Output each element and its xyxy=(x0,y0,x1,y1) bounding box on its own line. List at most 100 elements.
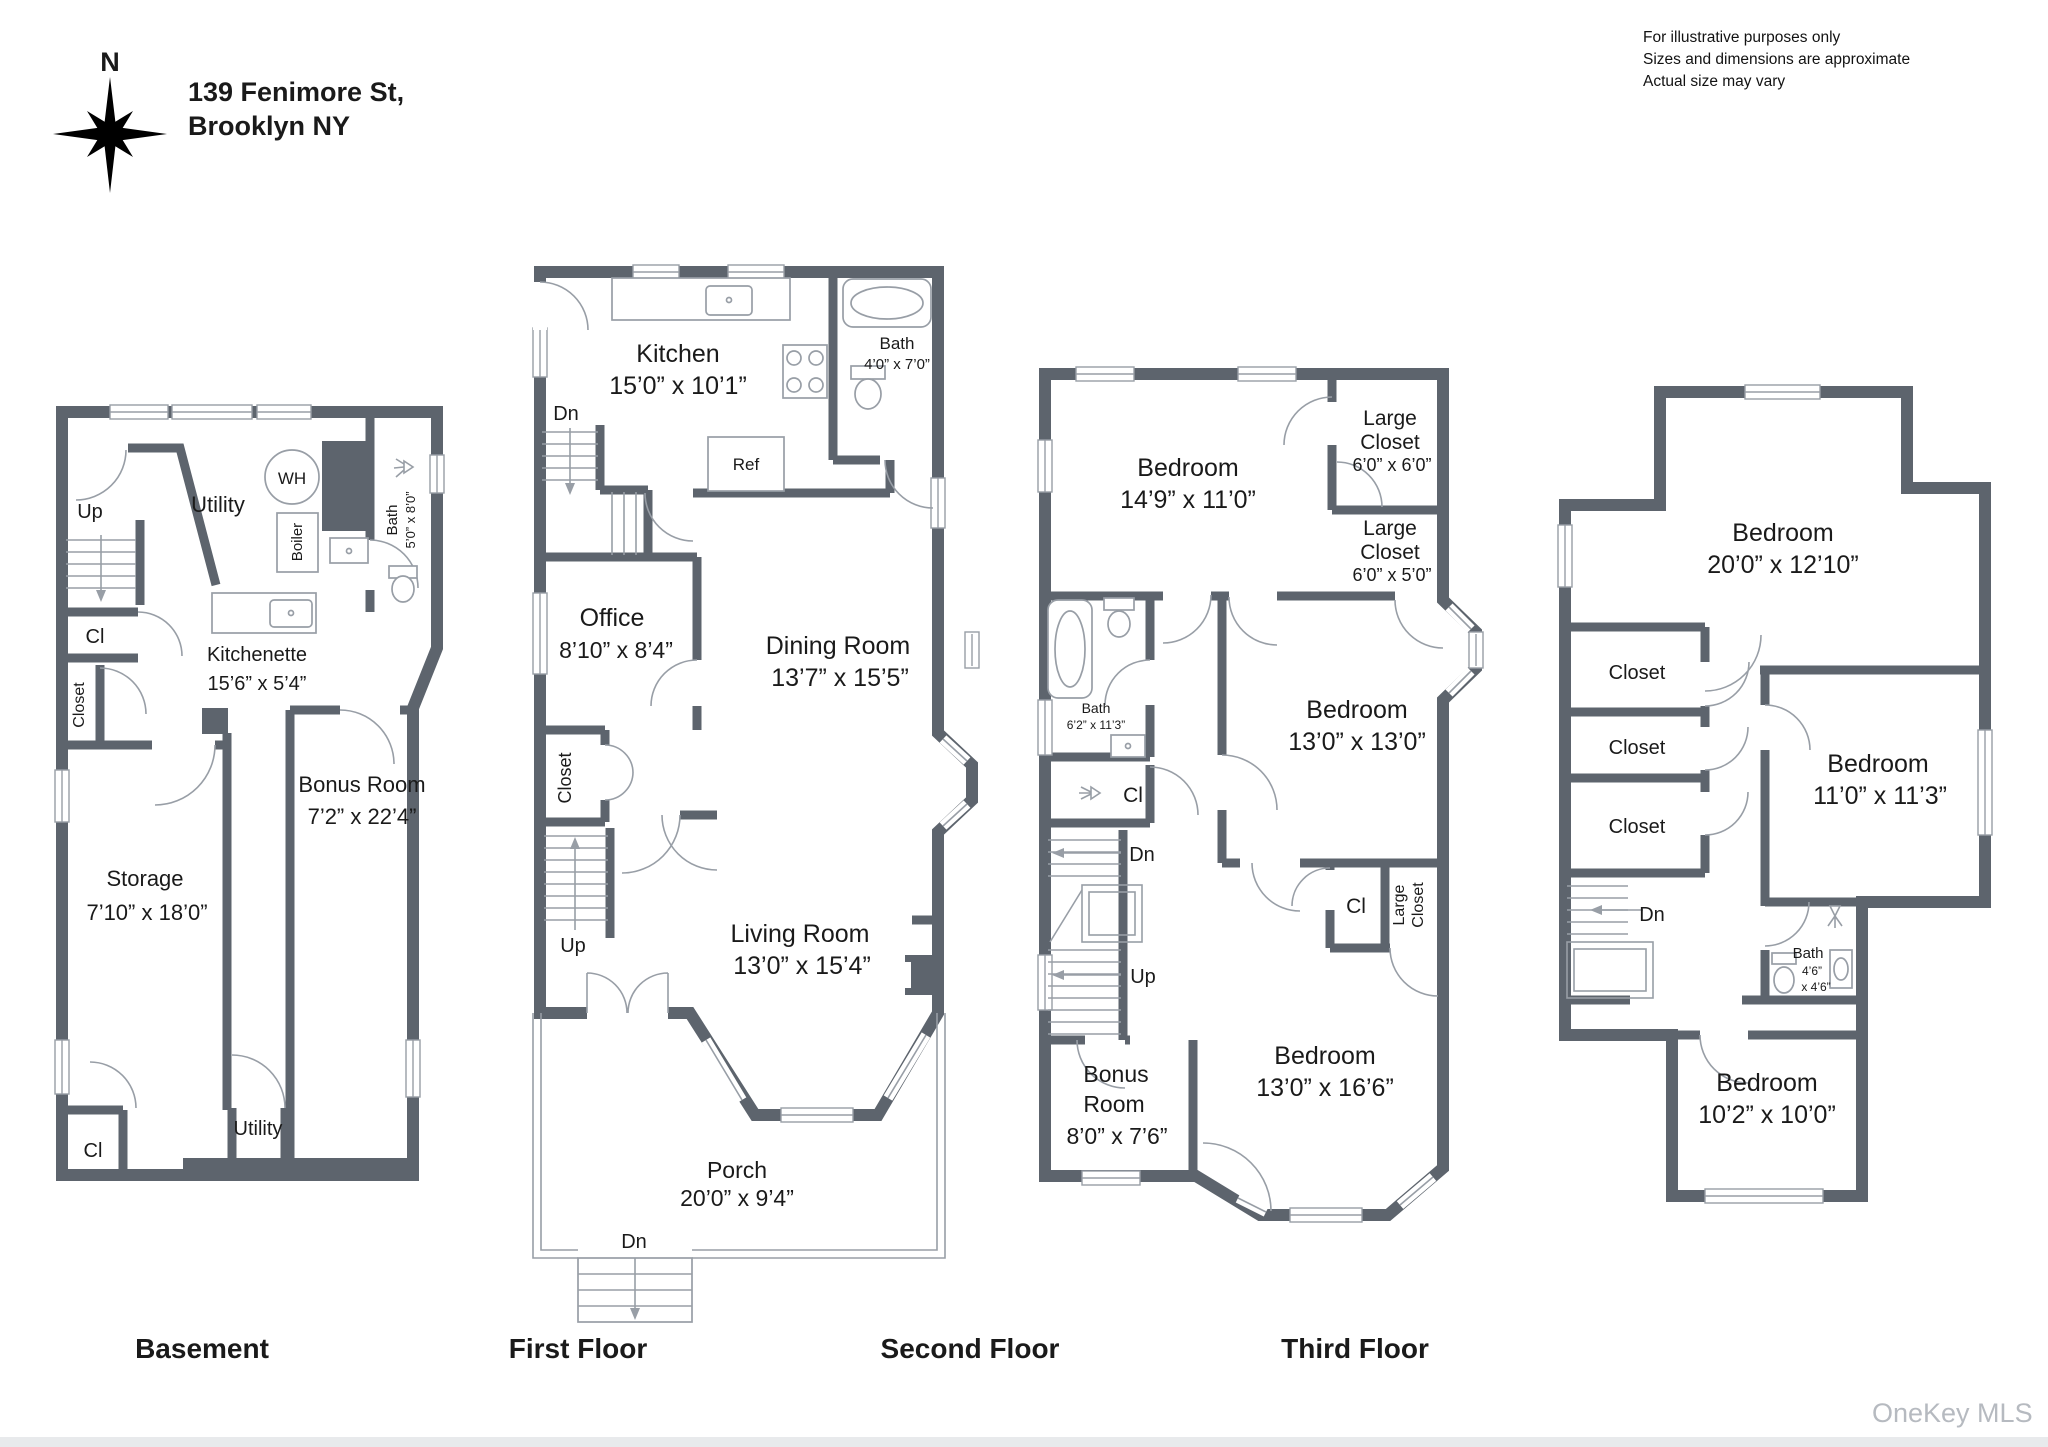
compass-north-label: N xyxy=(100,47,120,77)
room-label-bonus1: Bonus xyxy=(1083,1061,1148,1087)
boiler-label: Boiler xyxy=(289,523,306,561)
bottom-strip xyxy=(0,1437,2048,1447)
room-dims-bath: 5’0” x 8’0” xyxy=(403,491,418,548)
label-up: Up xyxy=(1130,966,1156,988)
third-floor-walls xyxy=(1565,622,1985,1040)
first-floor-doors xyxy=(539,281,934,1014)
room-label-bedroom3: Bedroom xyxy=(1716,1069,1817,1097)
room-dims-lcloset1: 6’0” x 6’0” xyxy=(1352,455,1431,475)
basement-doors xyxy=(75,449,419,1109)
room-label-lcloset3b: Closet xyxy=(1410,882,1427,928)
kitchenette-counter xyxy=(211,592,317,634)
room-label-dining: Dining Room xyxy=(766,632,911,660)
room-label-closet3: Closet xyxy=(1609,816,1666,838)
living-bay-windows xyxy=(701,1032,931,1123)
room-dims-bedroom1: 20’0” x 12’10” xyxy=(1707,551,1858,579)
fireplace xyxy=(899,955,938,995)
label-dn: Dn xyxy=(553,403,579,425)
first-floor-labels: Kitchen 15’0” x 10’1” Bath 4’0” x 7’0” D… xyxy=(553,334,930,1253)
room-label-living: Living Room xyxy=(731,920,870,948)
label-dn: Dn xyxy=(1129,844,1155,866)
second-floor-stairs xyxy=(1048,839,1143,1035)
room-label-bedroom1: Bedroom xyxy=(1137,454,1238,482)
disclaimer-line1: For illustrative purposes only xyxy=(1643,29,1841,46)
floor-title-first: First Floor xyxy=(508,1333,648,1364)
room-label-lcloset1a: Large xyxy=(1363,407,1417,430)
first-floor-windows xyxy=(532,264,980,1123)
second-floor-labels: Bedroom 14’9” x 11’0” Large Closet 6’0” … xyxy=(1067,407,1432,1149)
second-floor-windows xyxy=(1037,366,1484,1223)
first-floor-plan: Ref xyxy=(532,264,980,1323)
basement-plan: WH Boiler Up Utility Bath 5’0” x 8’0” Cl… xyxy=(54,404,445,1181)
second-up-arrow xyxy=(1052,970,1064,980)
second-floor-outline xyxy=(1039,368,1482,1221)
room-label-lcloset2b: Closet xyxy=(1360,541,1420,564)
room-dims-kitchen: 15’0” x 10’1” xyxy=(609,372,747,400)
room-label-bedroom1: Bedroom xyxy=(1732,519,1833,547)
compass-star-diagonal xyxy=(87,111,133,157)
first-bath-fixtures xyxy=(842,278,932,410)
refrigerator: Ref xyxy=(707,436,785,492)
kitchen-door-opening xyxy=(533,282,547,330)
dn-stairs-arrow xyxy=(565,483,575,495)
room-label-kitchenette: Kitchenette xyxy=(207,644,307,666)
room-label-bonus2: Room xyxy=(1083,1091,1144,1117)
room-label-cl-hall: Cl xyxy=(1123,784,1143,807)
third-floor-plan: Bedroom 20’0” x 12’10” Closet Closet Clo… xyxy=(1557,384,1993,1204)
room-dims-bath: 6’2” x 11’3” xyxy=(1067,718,1125,732)
room-dims-bedroom1: 14’9” x 11’0” xyxy=(1120,486,1256,514)
third-bath-fixtures xyxy=(1771,905,1853,994)
room-dims-lcloset2: 6’0” x 5’0” xyxy=(1352,565,1431,585)
room-label-bedroom3: Bedroom xyxy=(1274,1042,1375,1070)
room-label-cl: Cl xyxy=(86,626,105,648)
room-label-porch: Porch xyxy=(707,1157,767,1183)
room-label-office: Office xyxy=(580,604,645,632)
basement-walls xyxy=(62,412,413,1175)
room-dims-bedroom2: 11’0” x 11’3” xyxy=(1813,782,1947,810)
structural-post xyxy=(202,708,228,734)
second-bath-fixtures xyxy=(1047,597,1146,801)
room-dims-bath1: 4’6” xyxy=(1802,964,1822,978)
second-floor-plan: Bedroom 14’9” x 11’0” Large Closet 6’0” … xyxy=(1037,366,1484,1223)
basement-windows xyxy=(54,404,445,1098)
label-up: Up xyxy=(560,935,586,957)
mls-watermark: OneKey MLS xyxy=(1872,1398,2033,1428)
room-label-lcloset1b: Closet xyxy=(1360,431,1420,454)
address-line1: 139 Fenimore St, xyxy=(188,77,405,107)
wh-label: WH xyxy=(278,469,306,488)
room-label-bath: Bath xyxy=(880,334,915,353)
room-dims-bonus: 8’0” x 7’6” xyxy=(1067,1123,1168,1149)
disclaimer-line2: Sizes and dimensions are approximate xyxy=(1643,51,1911,68)
room-label-closet2: Closet xyxy=(1609,737,1666,759)
first-floor-stairs xyxy=(542,428,637,930)
basement-stairs xyxy=(66,535,136,592)
basement-thick-wall xyxy=(183,1158,413,1170)
room-label-storage: Storage xyxy=(106,866,183,891)
chimney-block xyxy=(322,441,368,531)
third-floor-windows xyxy=(1557,384,1993,1204)
room-dims-kitchenette: 15’6” x 5’4” xyxy=(208,673,307,695)
room-dims-dining: 13’7” x 15’5” xyxy=(771,664,909,692)
room-label-bedroom2: Bedroom xyxy=(1827,750,1928,778)
ref-label: Ref xyxy=(733,455,760,474)
room-label-cl-bed: Cl xyxy=(1346,895,1366,918)
third-floor-stairs xyxy=(1566,885,1654,999)
room-label-closet1: Closet xyxy=(1609,662,1666,684)
room-label-cl-lower: Cl xyxy=(84,1140,103,1162)
room-label-bath: Bath xyxy=(1082,700,1111,716)
room-dims-bedroom3: 10’2” x 10’0” xyxy=(1698,1101,1836,1129)
room-label-lcloset2a: Large xyxy=(1363,517,1417,540)
room-dims-porch: 20’0” x 9’4” xyxy=(680,1185,794,1211)
address-line2: Brooklyn NY xyxy=(188,110,351,141)
room-label-utility: Utility xyxy=(191,492,245,517)
dining-bay-windows xyxy=(939,631,980,830)
room-dims-storage: 7’10” x 18’0” xyxy=(86,900,207,925)
second-floor-doors xyxy=(1076,396,1444,1212)
boiler: Boiler xyxy=(276,512,319,573)
room-dims-living: 13’0” x 15’4” xyxy=(733,952,871,980)
kitchen-fixtures xyxy=(611,277,828,399)
label-dn: Dn xyxy=(1639,904,1665,926)
property-address: 139 Fenimore St, Brooklyn NY xyxy=(188,76,404,144)
basement-labels: Up Utility Bath 5’0” x 8’0” Cl Closet Ki… xyxy=(71,491,426,1162)
floor-title-third: Third Floor xyxy=(1281,1333,1429,1364)
